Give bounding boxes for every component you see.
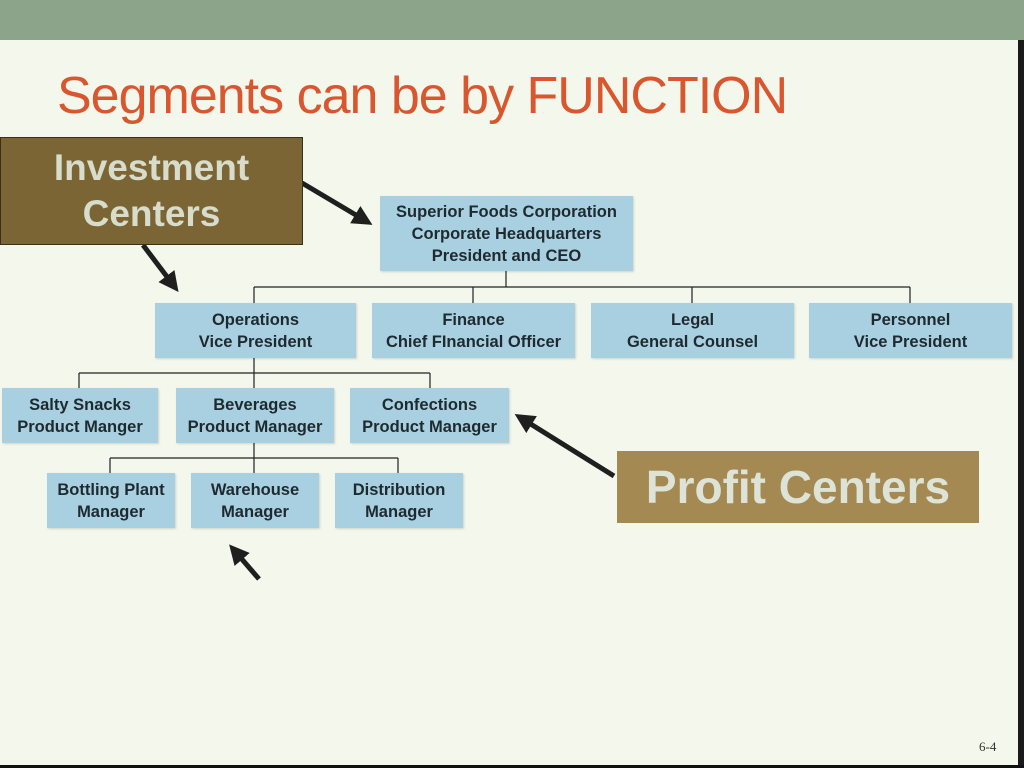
box-line: Superior Foods Corporation xyxy=(396,202,617,221)
box-line: Distribution xyxy=(352,480,446,499)
box-line: Legal xyxy=(670,310,715,329)
bottom-edge xyxy=(0,765,1024,768)
box-line: Product Manager xyxy=(187,417,323,436)
box-line: Corporate Headquarters xyxy=(411,224,602,243)
callout-line: Centers xyxy=(82,193,221,234)
connector-ops xyxy=(78,358,431,388)
profit-centers-callout: Profit Centers xyxy=(617,451,979,523)
investment-centers-callout: Investment Centers xyxy=(0,137,303,245)
box-line: Manager xyxy=(365,502,433,521)
box-line: Vice President xyxy=(198,332,313,351)
box-line: Finance xyxy=(442,310,505,329)
box-line: Warehouse xyxy=(210,480,300,499)
box-line: Manager xyxy=(77,502,145,521)
box-line: Vice President xyxy=(853,332,968,351)
box-line: Manager xyxy=(221,502,289,521)
arrow-to-confections xyxy=(514,414,616,479)
box-line: Bottling Plant xyxy=(57,480,165,499)
box-line: Chief FInancial Officer xyxy=(385,332,562,351)
arrow-to-operations xyxy=(141,243,179,292)
arrow-to-warehouse xyxy=(229,544,261,581)
connector-ceo xyxy=(253,271,911,303)
box-line: General Counsel xyxy=(626,332,759,351)
box-line: Confections xyxy=(381,395,478,414)
page-number: 6-4 xyxy=(979,739,997,754)
right-edge xyxy=(1018,40,1024,768)
top-bar xyxy=(0,0,1024,40)
connector-bev xyxy=(109,443,399,473)
box-line: Operations xyxy=(211,310,300,329)
org-box-ceo: Superior Foods Corporation Corporate Hea… xyxy=(380,196,633,271)
box-line: Personnel xyxy=(870,310,951,329)
box-line: Product Manger xyxy=(17,417,143,436)
box-line: Product Manager xyxy=(362,417,497,436)
arrow-to-ceo xyxy=(300,180,373,225)
box-line: Salty Snacks xyxy=(29,395,131,414)
box-line: President and CEO xyxy=(431,246,582,265)
callout-text: Profit Centers xyxy=(645,461,951,513)
box-line: Beverages xyxy=(213,395,297,414)
callout-line: Investment xyxy=(53,147,250,188)
slide-title: Segments can be by FUNCTION xyxy=(57,67,788,125)
